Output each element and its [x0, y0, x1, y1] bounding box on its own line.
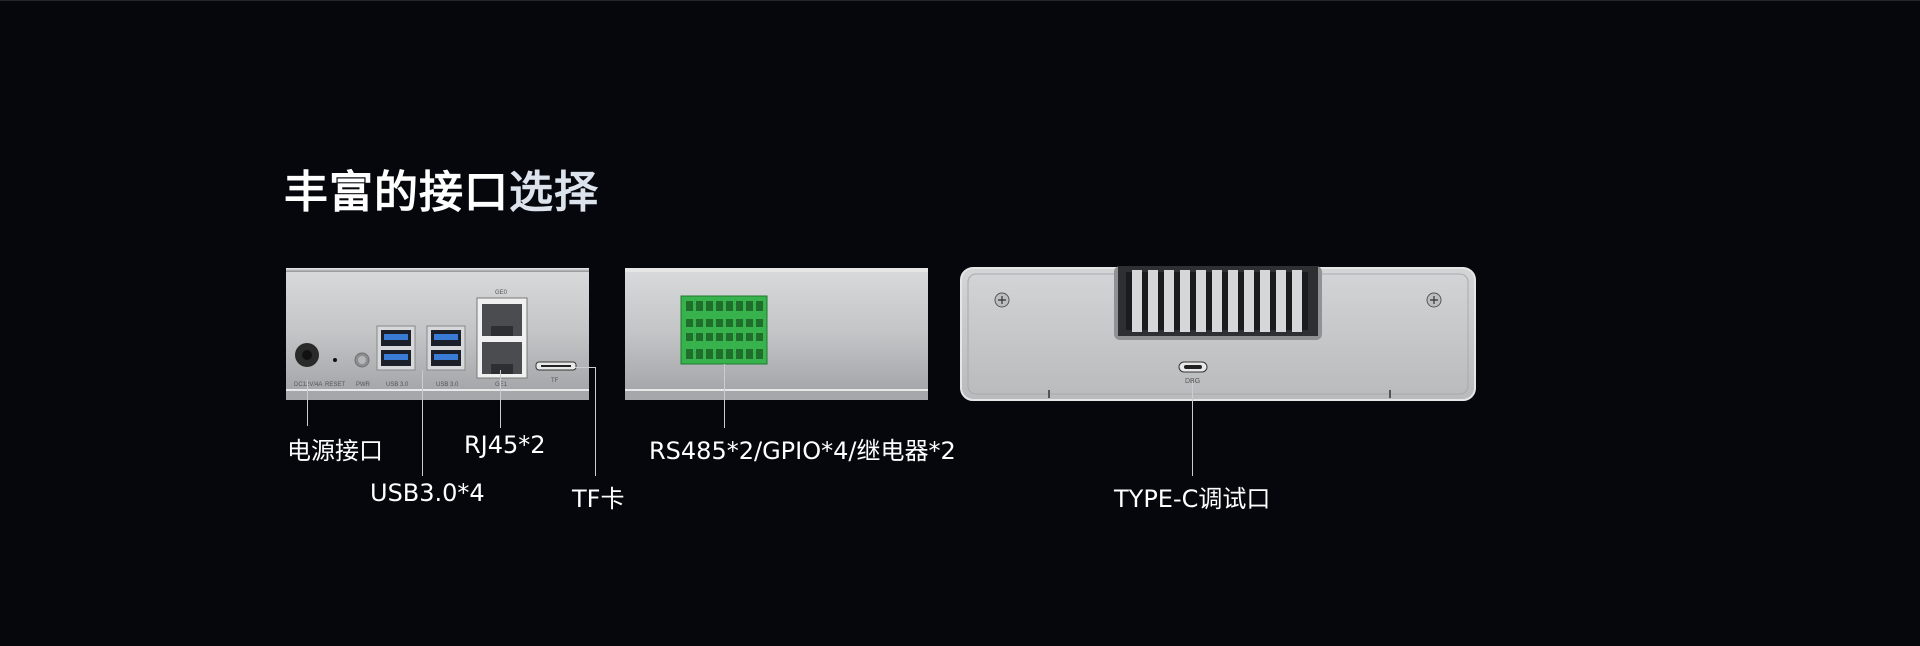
reset-silk-label: RESET: [325, 382, 345, 388]
label-power: 电源接口: [287, 437, 383, 465]
page-title: 丰富的接口选择: [284, 156, 599, 220]
tf-slot-icon: [535, 361, 577, 371]
title-highlight: 选择: [509, 167, 599, 218]
leader-rj45: [500, 370, 501, 428]
usb-ports-left-icon: [376, 325, 416, 371]
usb-right-silk-label: USB 3.0: [436, 382, 459, 388]
label-terminal: RS485*2/GPIO*4/继电器*2: [649, 437, 956, 465]
tf-silk-label: TF: [551, 378, 559, 384]
terminal-block-icon: [680, 295, 768, 365]
label-rj45: RJ45*2: [464, 431, 546, 459]
title-main: 丰富的接口: [284, 167, 509, 218]
leader-tf-h: [575, 367, 595, 368]
side-panel: DBG: [960, 266, 1476, 402]
leader-power: [307, 380, 308, 426]
side-illustration: DBG: [960, 266, 1476, 401]
screw-left-icon: [994, 292, 1010, 308]
dbg-silk-label: DBG: [1185, 378, 1200, 385]
leader-typec: [1192, 382, 1193, 476]
dc-silk-label: DC12V/4A: [294, 382, 322, 388]
usb-left-silk-label: USB 3.0: [386, 382, 409, 388]
label-typec: TYPE-C调试口: [1114, 485, 1271, 513]
vent-grille-icon: [1114, 266, 1322, 340]
rear-io-panel: DC12V/4A RESET PWR USB 3.0 USB 3.0 GE0 G…: [286, 268, 589, 400]
rj45-ports-icon: [476, 297, 528, 379]
reset-hole-icon: [333, 358, 337, 362]
label-usb: USB3.0*4: [370, 479, 485, 507]
label-tf: TF卡: [572, 485, 625, 513]
leader-tf: [595, 367, 596, 476]
usb-c-port-icon: [1178, 361, 1208, 373]
screw-right-icon: [1426, 292, 1442, 308]
terminal-illustration: [625, 268, 928, 400]
top-divider: [0, 0, 1920, 1]
ge0-silk-label: GE0: [495, 290, 508, 296]
rear-io-illustration: DC12V/4A RESET PWR USB 3.0 USB 3.0 GE0 G…: [286, 268, 589, 400]
leader-terminal: [724, 364, 725, 428]
ge1-silk-label: GE1: [495, 382, 508, 388]
leader-usb: [422, 370, 423, 476]
usb-ports-right-icon: [426, 325, 466, 371]
terminal-panel: [625, 268, 928, 400]
pwr-silk-label: PWR: [356, 382, 371, 388]
